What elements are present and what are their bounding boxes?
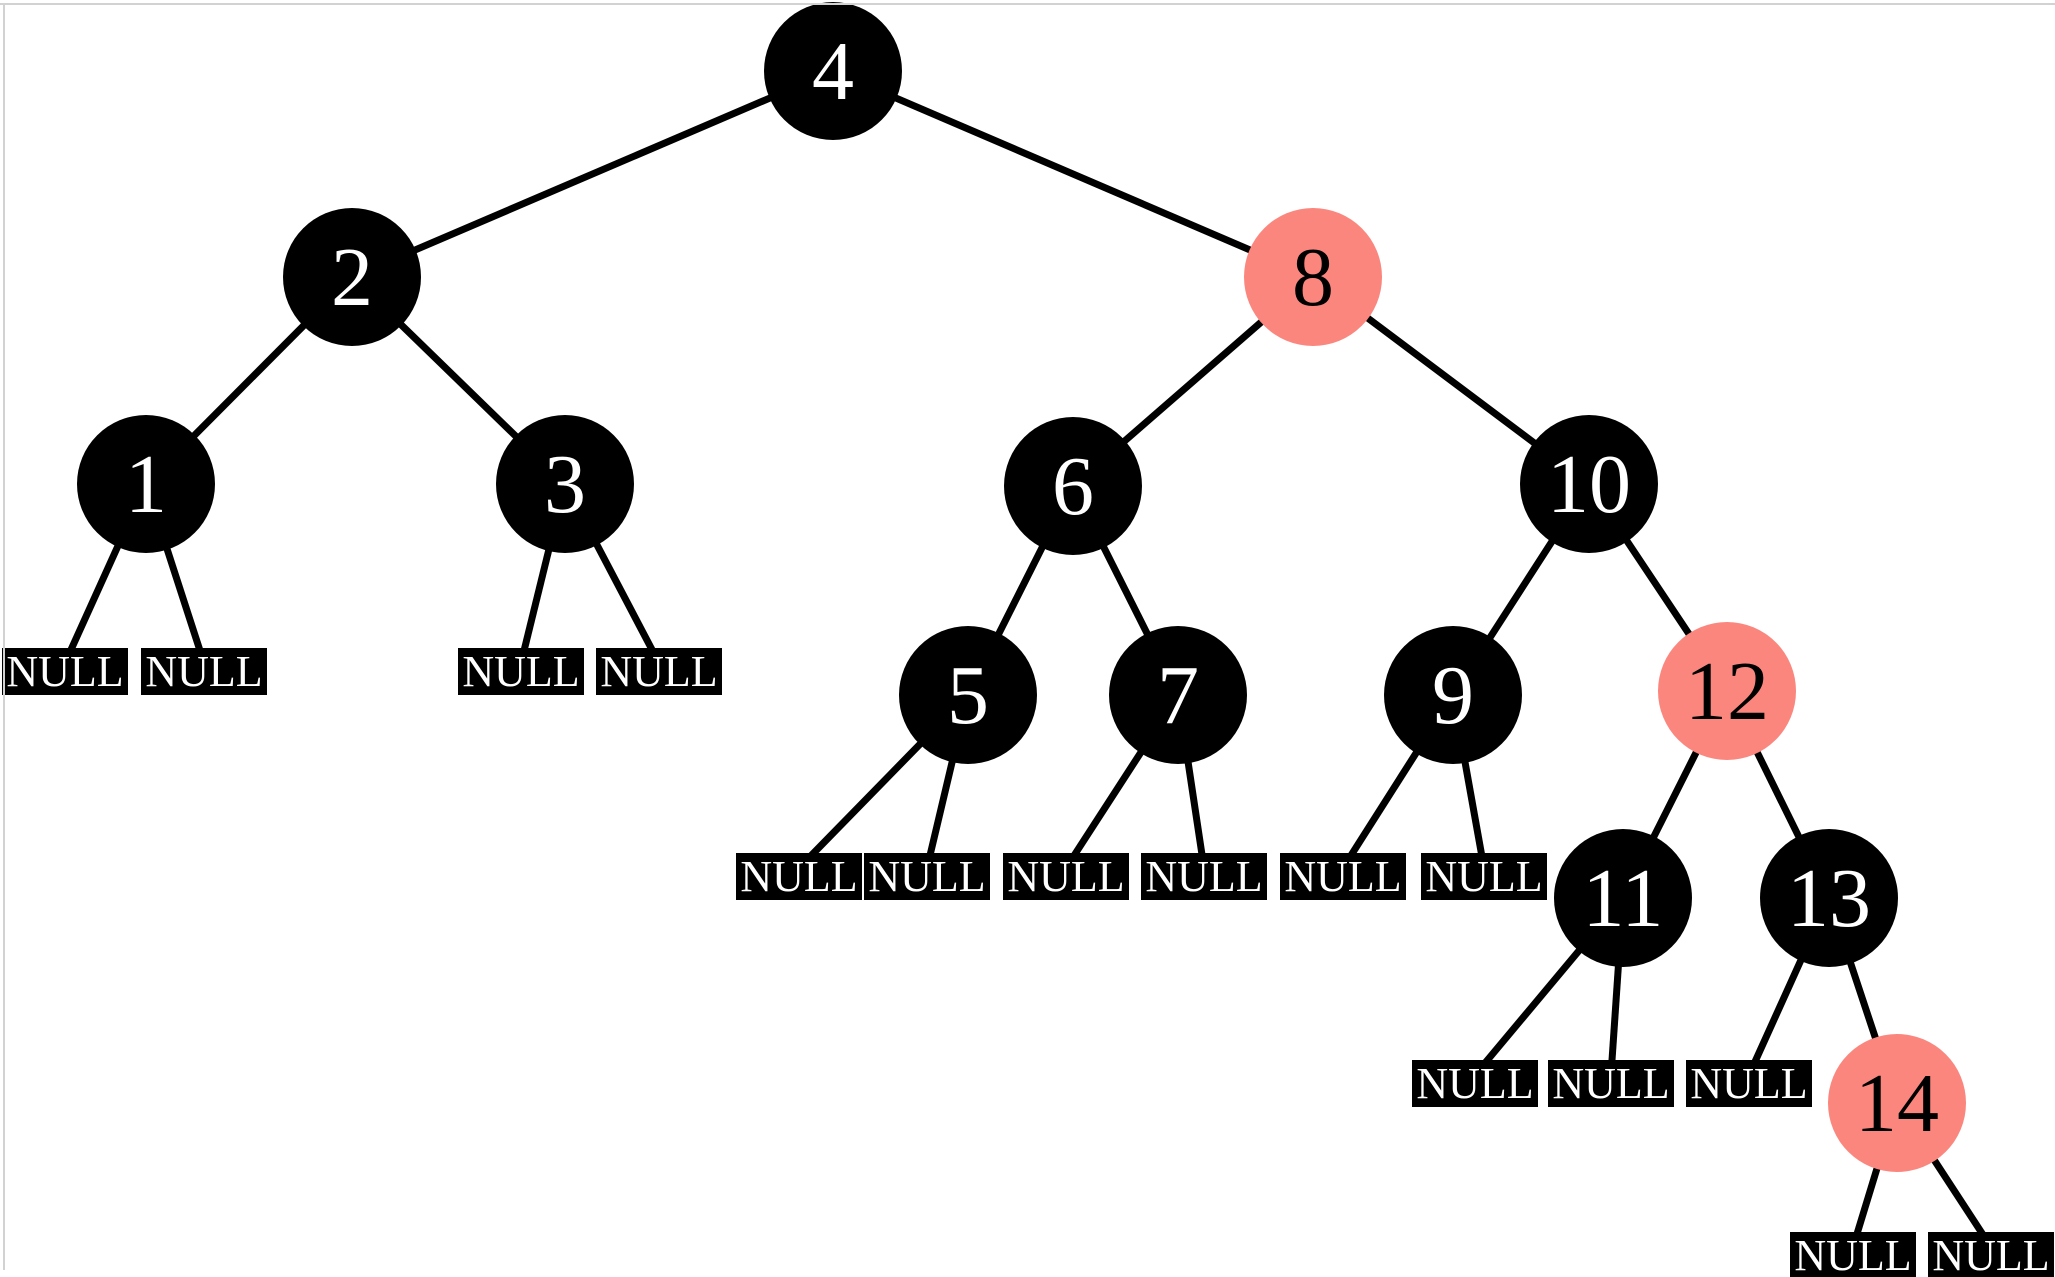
tree-node-12: 12 (1658, 622, 1796, 760)
null-leaf-x9: NULL (1280, 852, 1406, 901)
tree-edge-n4-n2 (350, 67, 835, 281)
null-leaf-label: NULL (1416, 1059, 1533, 1108)
null-leaf-box (458, 648, 584, 695)
tree-node-2: 2 (283, 208, 421, 346)
null-leaf-label: NULL (1552, 1059, 1669, 1108)
tree-node-circle-red (1658, 622, 1796, 760)
null-leaf-x10: NULL (1421, 852, 1547, 901)
tree-node-circle-black (1760, 829, 1898, 967)
null-leaf-box (1003, 853, 1129, 900)
null-leaf-x13: NULL (1686, 1059, 1812, 1108)
null-leaf-label: NULL (1932, 1231, 2049, 1277)
null-leaf-x3: NULL (458, 647, 584, 696)
null-leaf-label: NULL (600, 647, 717, 696)
null-leaf-label: NULL (1425, 852, 1542, 901)
tree-node-9: 9 (1384, 626, 1522, 764)
null-leaf-x11: NULL (1412, 1059, 1538, 1108)
tree-node-circle-black (283, 208, 421, 346)
null-leaf-label: NULL (145, 647, 262, 696)
tree-node-label: 8 (1292, 231, 1334, 324)
null-leaf-box (736, 853, 862, 900)
tree-node-label: 9 (1432, 649, 1474, 742)
tree-node-label: 5 (947, 649, 989, 742)
tree-node-11: 11 (1554, 829, 1692, 967)
null-leaf-label: NULL (740, 852, 857, 901)
tree-node-circle-black (77, 415, 215, 553)
tree-node-14: 14 (1828, 1034, 1966, 1172)
tree-node-circle-black (1384, 626, 1522, 764)
null-leaf-box (1928, 1232, 2054, 1277)
null-leaf-box (596, 648, 722, 695)
null-leaf-x1: NULL (2, 647, 128, 696)
canvas-border-left (3, 3, 5, 1270)
tree-node-circle-black (1004, 417, 1142, 555)
null-leaf-x7: NULL (1003, 852, 1129, 901)
null-leaf-x5: NULL (736, 852, 862, 901)
null-leaf-label: NULL (868, 852, 985, 901)
tree-node-label: 7 (1157, 649, 1199, 742)
null-leaf-box (1141, 853, 1267, 900)
tree-node-3: 3 (496, 415, 634, 553)
tree-node-8: 8 (1244, 208, 1382, 346)
tree-node-circle-black (899, 626, 1037, 764)
null-leaf-label: NULL (1007, 852, 1124, 901)
null-leaf-x14: NULL (1790, 1231, 1916, 1277)
null-leaf-label: NULL (6, 647, 123, 696)
null-leaf-label: NULL (1145, 852, 1262, 901)
null-leaf-label: NULL (1284, 852, 1401, 901)
tree-node-circle-red (1244, 208, 1382, 346)
null-leaf-box (1790, 1232, 1916, 1277)
tree-node-circle-black (496, 415, 634, 553)
tree-node-label: 14 (1855, 1057, 1939, 1150)
null-leaf-box (1421, 853, 1547, 900)
null-leaf-x6: NULL (864, 852, 990, 901)
null-leaf-box (2, 648, 128, 695)
tree-node-1: 1 (77, 415, 215, 553)
tree-node-6: 6 (1004, 417, 1142, 555)
tree-node-label: 13 (1787, 852, 1871, 945)
null-leaf-x12: NULL (1548, 1059, 1674, 1108)
null-leaf-x2: NULL (141, 647, 267, 696)
null-leaf-label: NULL (1690, 1059, 1807, 1108)
tree-node-5: 5 (899, 626, 1037, 764)
tree-node-label: 2 (331, 231, 373, 324)
null-leaf-label: NULL (1794, 1231, 1911, 1277)
tree-node-label: 1 (125, 438, 167, 531)
tree-node-label: 12 (1685, 645, 1769, 738)
null-leaf-box (141, 648, 267, 695)
canvas-border-top (0, 3, 2055, 5)
null-leaf-box (1280, 853, 1406, 900)
tree-node-label: 11 (1583, 852, 1664, 945)
tree-node-10: 10 (1520, 415, 1658, 553)
tree-node-4: 4 (764, 2, 902, 140)
tree-node-label: 4 (812, 25, 854, 118)
null-leaf-x4: NULL (596, 647, 722, 696)
null-leaf-label: NULL (462, 647, 579, 696)
tree-node-circle-red (1828, 1034, 1966, 1172)
tree-edge-n4-n8 (831, 67, 1315, 281)
tree-node-circle-black (1109, 626, 1247, 764)
tree-node-label: 3 (544, 438, 586, 531)
tree-node-13: 13 (1760, 829, 1898, 967)
tree-node-label: 10 (1547, 438, 1631, 531)
null-leaf-box (1686, 1060, 1812, 1107)
tree-node-circle-black (764, 2, 902, 140)
tree-node-circle-black (1554, 829, 1692, 967)
null-leaf-x15: NULL (1928, 1231, 2054, 1277)
null-leaf-x8: NULL (1141, 852, 1267, 901)
null-leaf-box (1412, 1060, 1538, 1107)
tree-node-label: 6 (1052, 440, 1094, 533)
null-leaf-box (864, 853, 990, 900)
null-leaf-box (1548, 1060, 1674, 1107)
tree-node-7: 7 (1109, 626, 1247, 764)
tree-node-circle-black (1520, 415, 1658, 553)
